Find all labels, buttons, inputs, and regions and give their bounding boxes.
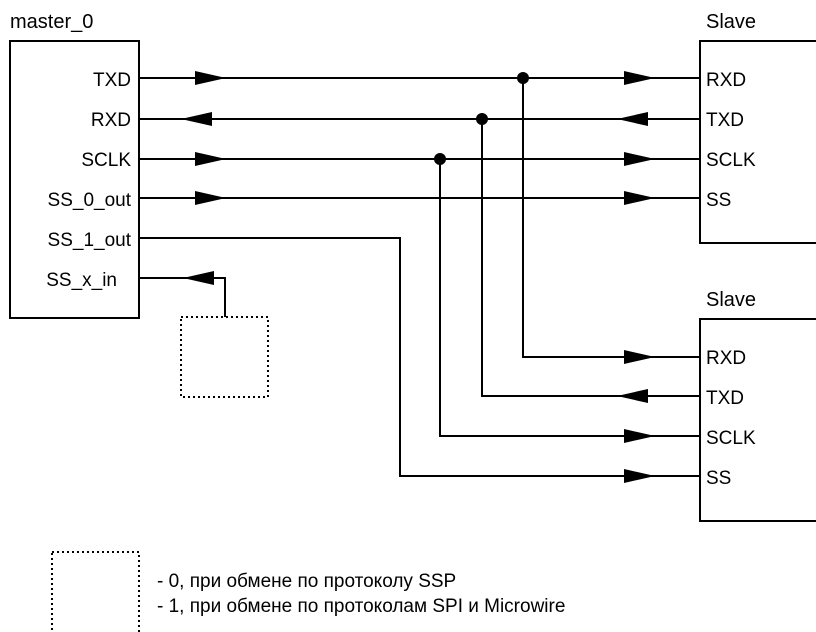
arrowheads <box>181 71 655 483</box>
slave-1-box <box>699 40 816 244</box>
arrow-left-icon <box>617 112 648 126</box>
legend-line-1: - 0, при обмене по протоколу SSP <box>157 571 456 592</box>
arrow-right-icon <box>195 191 226 205</box>
slave-1-title: Slave <box>706 11 756 33</box>
arrow-right-icon <box>624 191 655 205</box>
master-pin-rxd: RXD <box>91 110 131 131</box>
legend-dotted-box <box>51 551 140 632</box>
slave-1-pin-txd: TXD <box>706 110 744 131</box>
wires <box>139 77 700 477</box>
master-pin-txd: TXD <box>93 70 131 91</box>
legend: - 0, при обмене по протоколу SSP - 1, пр… <box>51 551 565 632</box>
arrow-left-icon <box>181 112 212 126</box>
arrow-right-icon <box>624 71 655 85</box>
arrow-right-icon <box>195 152 226 166</box>
master-pin-ss0out: SS_0_out <box>48 190 132 211</box>
master-box <box>9 40 140 319</box>
arrow-right-icon <box>624 429 655 443</box>
master-block: master_0 TXD RXD SCLK SS_0_out SS_1_out … <box>9 11 140 319</box>
legend-line-2: - 1, при обмене по протоколам SPI и Micr… <box>157 596 565 617</box>
wire-ss1 <box>139 237 700 477</box>
junction-sclk <box>434 153 446 165</box>
slave-2-box <box>699 318 816 522</box>
junction-txd <box>517 72 529 84</box>
slave-2-pin-ss: SS <box>706 468 731 489</box>
slave-2-block: Slave RXD TXD SCLK SS <box>699 289 816 522</box>
wire-sclk-branch <box>439 159 700 437</box>
arrow-right-icon <box>624 350 655 364</box>
ssx-source-dotted-box <box>180 316 269 398</box>
slave-2-pin-txd: TXD <box>706 388 744 409</box>
arrow-left-icon <box>183 271 214 285</box>
arrow-right-icon <box>195 71 226 85</box>
master-title: master_0 <box>10 11 93 33</box>
slave-1-block: Slave RXD TXD SCLK SS <box>699 11 816 244</box>
arrow-right-icon <box>624 152 655 166</box>
master-pin-ssxin: SS_x_in <box>46 270 117 291</box>
master-pin-sclk: SCLK <box>81 150 131 171</box>
junctions <box>434 72 529 165</box>
wire-ssx <box>139 277 226 317</box>
slave-2-title: Slave <box>706 289 756 311</box>
slave-1-pin-sclk: SCLK <box>706 150 756 171</box>
wire-rxd-branch <box>481 119 700 397</box>
arrow-right-icon <box>624 469 655 483</box>
slave-1-pin-rxd: RXD <box>706 70 746 91</box>
slave-2-pin-rxd: RXD <box>706 348 746 369</box>
junction-rxd <box>476 113 488 125</box>
slave-2-pin-sclk: SCLK <box>706 428 756 449</box>
arrow-left-icon <box>617 389 648 403</box>
slave-1-pin-ss: SS <box>706 190 731 211</box>
master-pin-ss1out: SS_1_out <box>48 230 132 251</box>
